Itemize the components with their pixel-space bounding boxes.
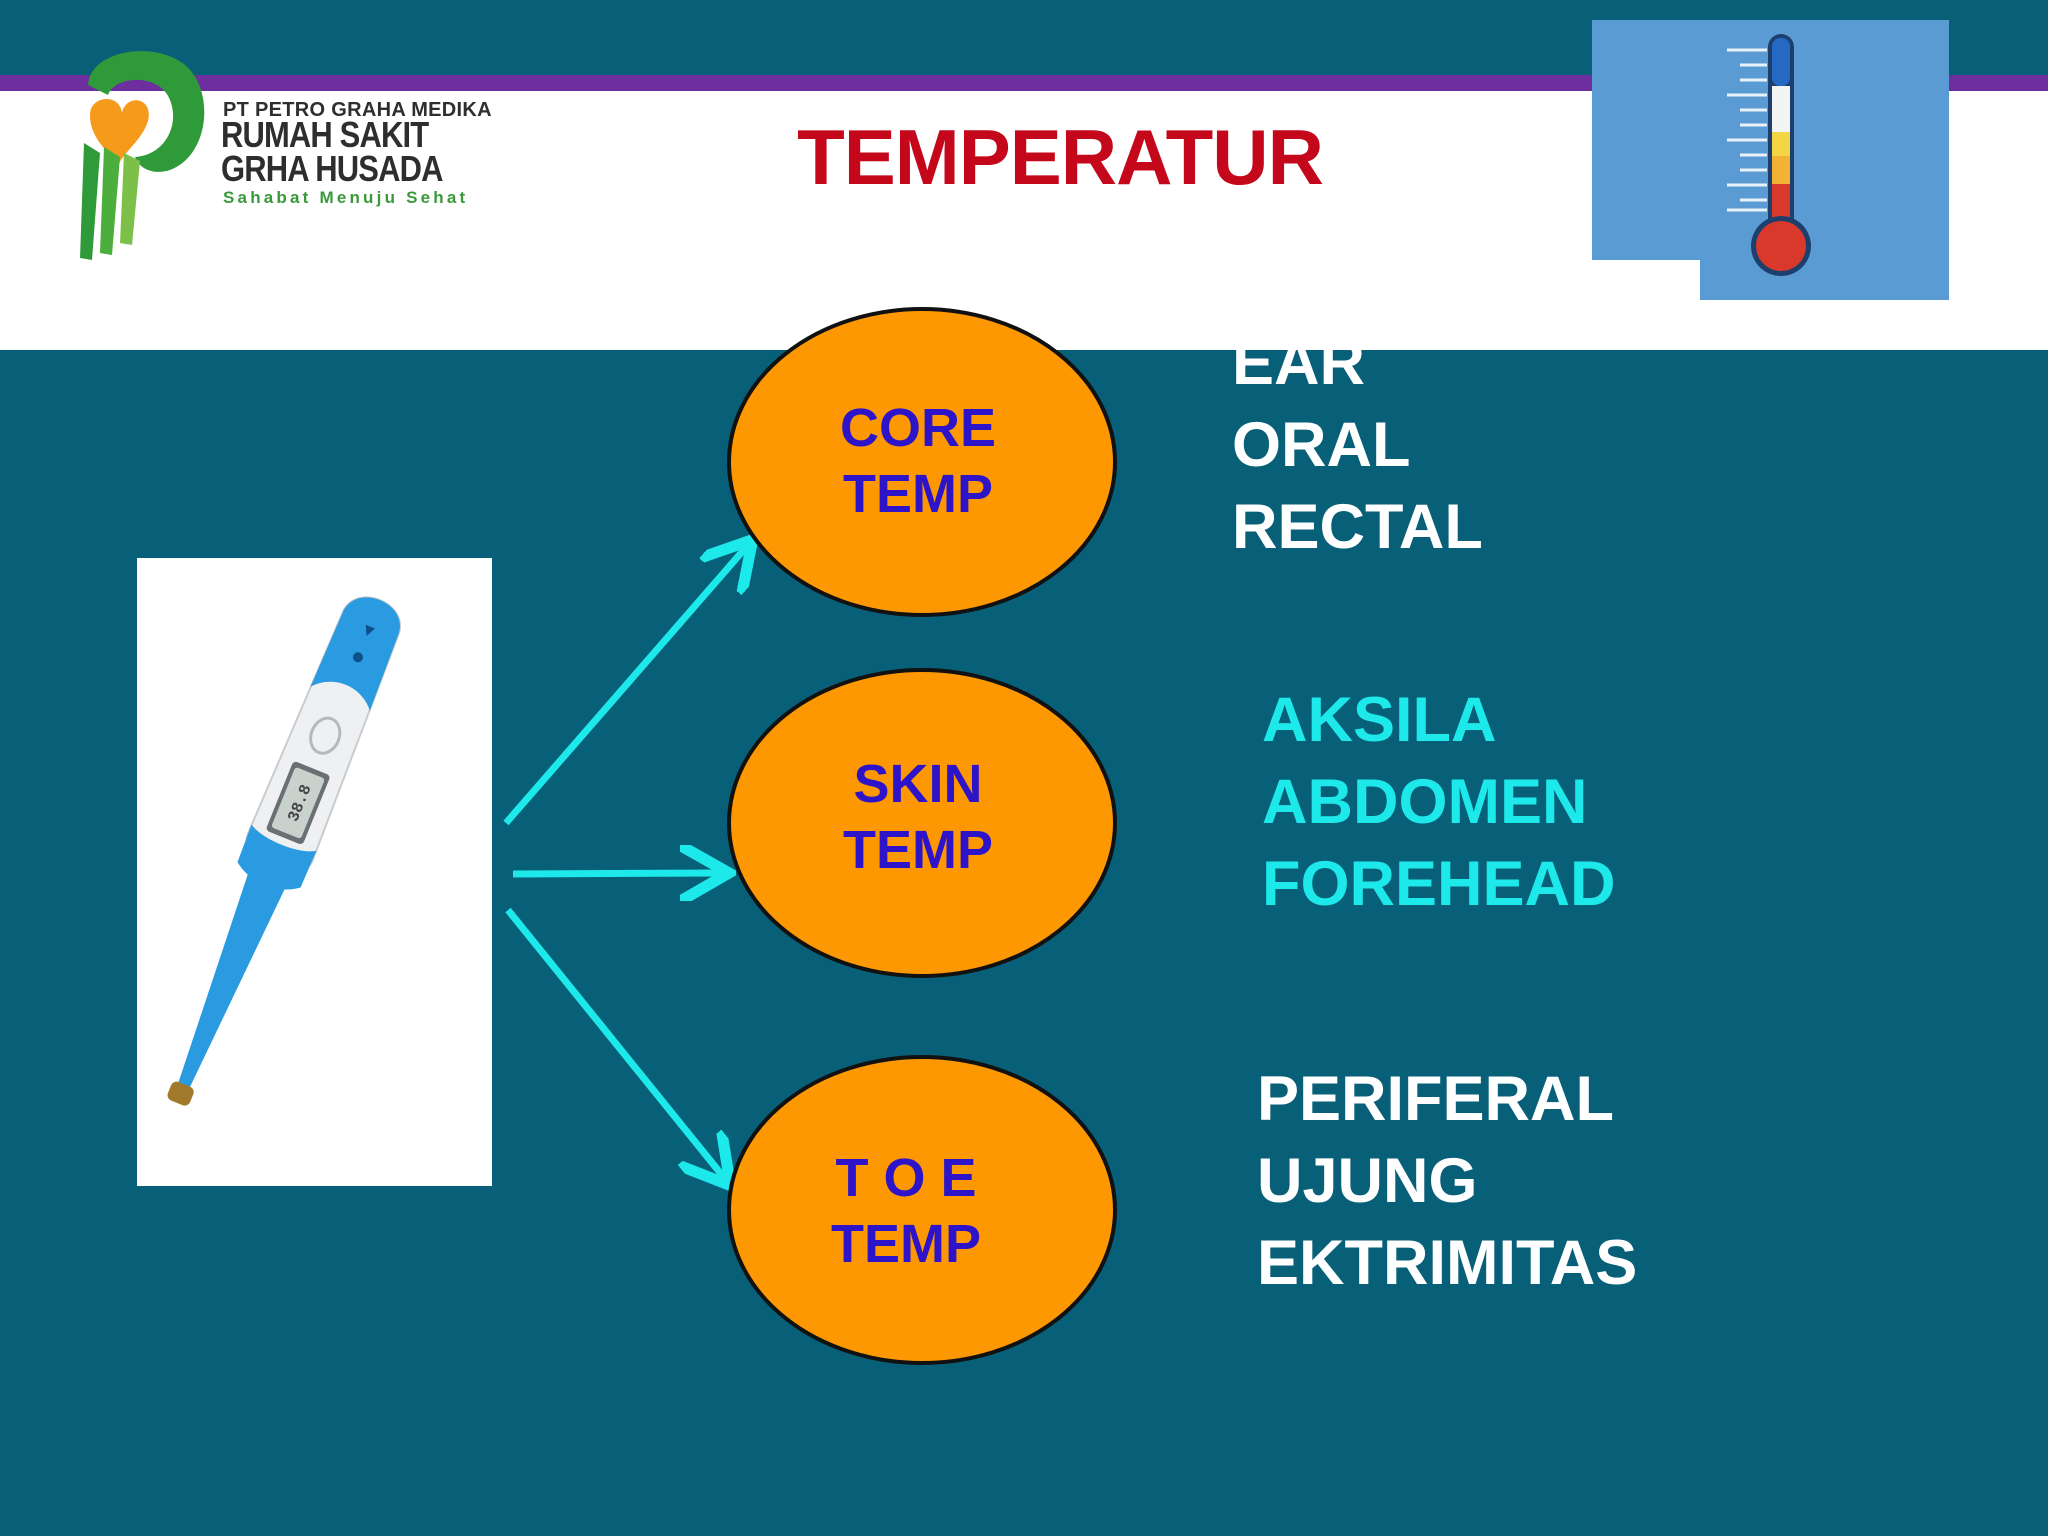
skin-temp-line1: SKIN bbox=[853, 754, 983, 814]
skin-temp-line2: TEMP bbox=[842, 820, 993, 880]
site-abdomen: ABDOMEN bbox=[1262, 767, 1588, 837]
skin-temp-label: SKIN TEMP bbox=[768, 751, 1068, 883]
header-overlap bbox=[1100, 260, 1700, 350]
site-aksila: AKSILA bbox=[1262, 685, 1497, 755]
site-ujung: UJUNG bbox=[1257, 1146, 1478, 1216]
digital-thermometer-icon: 38.8 bbox=[167, 596, 401, 1106]
core-temp-sites: EAR ORAL RECTAL bbox=[1232, 322, 1483, 568]
site-rectal: RECTAL bbox=[1232, 492, 1483, 562]
toe-temp-sites: PERIFERAL UJUNG EKTRIMITAS bbox=[1257, 1058, 1637, 1304]
thermometer-icon bbox=[1727, 34, 1811, 276]
org-small-name: PT PETRO GRAHA MEDIKA bbox=[223, 99, 492, 121]
site-ektrimitas: EKTRIMITAS bbox=[1257, 1228, 1638, 1298]
org-name-line1: RUMAH SAKIT bbox=[221, 114, 429, 155]
org-tagline: Sahabat Menuju Sehat bbox=[223, 188, 469, 207]
core-temp-label: CORE TEMP bbox=[768, 395, 1068, 527]
org-name: RUMAH SAKIT GRHA HUSADA bbox=[221, 114, 443, 189]
digital-thermometer-image: 38.8 bbox=[137, 558, 492, 1186]
toe-temp-label: T O E TEMP bbox=[756, 1145, 1056, 1277]
logo-icon bbox=[80, 51, 205, 260]
site-periferal: PERIFERAL bbox=[1257, 1064, 1615, 1134]
slide-title: TEMPERATUR bbox=[797, 113, 1324, 201]
accent-bar bbox=[0, 75, 2048, 91]
core-temp-line2: TEMP bbox=[842, 464, 993, 524]
hospital-logo: PT PETRO GRAHA MEDIKA RUMAH SAKIT GRHA H… bbox=[70, 45, 492, 270]
site-forehead: FOREHEAD bbox=[1262, 849, 1616, 919]
site-oral: ORAL bbox=[1232, 410, 1411, 480]
thermometer-image bbox=[1592, 20, 1949, 300]
toe-temp-line1: T O E bbox=[835, 1148, 977, 1208]
arrow-icon bbox=[503, 545, 748, 1180]
toe-temp-line2: TEMP bbox=[830, 1214, 981, 1274]
core-temp-line1: CORE bbox=[839, 398, 996, 458]
org-name-line2: GRHA HUSADA bbox=[221, 148, 443, 189]
skin-temp-sites: AKSILA ABDOMEN FOREHEAD bbox=[1262, 679, 1616, 925]
